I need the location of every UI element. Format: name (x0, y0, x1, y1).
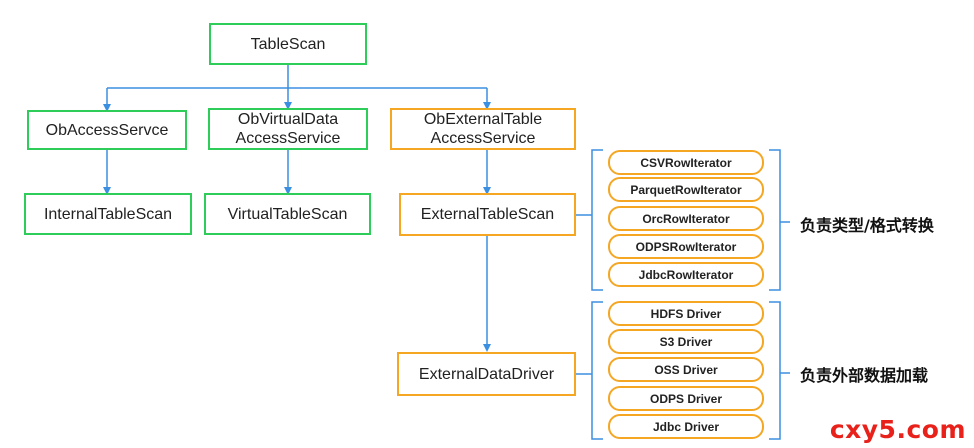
iterator-parquet: ParquetRowIterator (608, 177, 764, 202)
node-obexternaltable-accessservice: ObExternalTable AccessService (390, 108, 576, 150)
node-internaltablescan: InternalTableScan (24, 193, 192, 235)
iterators-right-bracket (769, 149, 781, 291)
node-obvirtualdata-accessservice: ObVirtualData AccessService (208, 108, 368, 150)
node-virtualtablescan: VirtualTableScan (204, 193, 371, 235)
iterators-left-bracket (591, 149, 603, 291)
iterator-jdbc: JdbcRowIterator (608, 262, 764, 287)
driver-jdbc: Jdbc Driver (608, 414, 764, 439)
iterators-group-label: 负责类型/格式转换 (800, 216, 934, 235)
watermark: cxy5.com (829, 415, 966, 444)
iterator-orc: OrcRowIterator (608, 206, 764, 231)
drivers-left-bracket (591, 301, 603, 440)
driver-hdfs: HDFS Driver (608, 301, 764, 326)
iterator-odps: ODPSRowIterator (608, 234, 764, 259)
drivers-group-label: 负责外部数据加载 (800, 366, 929, 385)
driver-odps: ODPS Driver (608, 386, 764, 411)
node-externaldatadriver: ExternalDataDriver (397, 352, 576, 396)
driver-s3: S3 Driver (608, 329, 764, 354)
node-externaltablescan: ExternalTableScan (399, 193, 576, 236)
iterator-csv: CSVRowIterator (608, 150, 764, 175)
node-tablescan: TableScan (209, 23, 367, 65)
node-obaccessservice: ObAccessServce (27, 110, 187, 150)
driver-oss: OSS Driver (608, 357, 764, 382)
drivers-right-bracket (769, 301, 781, 440)
